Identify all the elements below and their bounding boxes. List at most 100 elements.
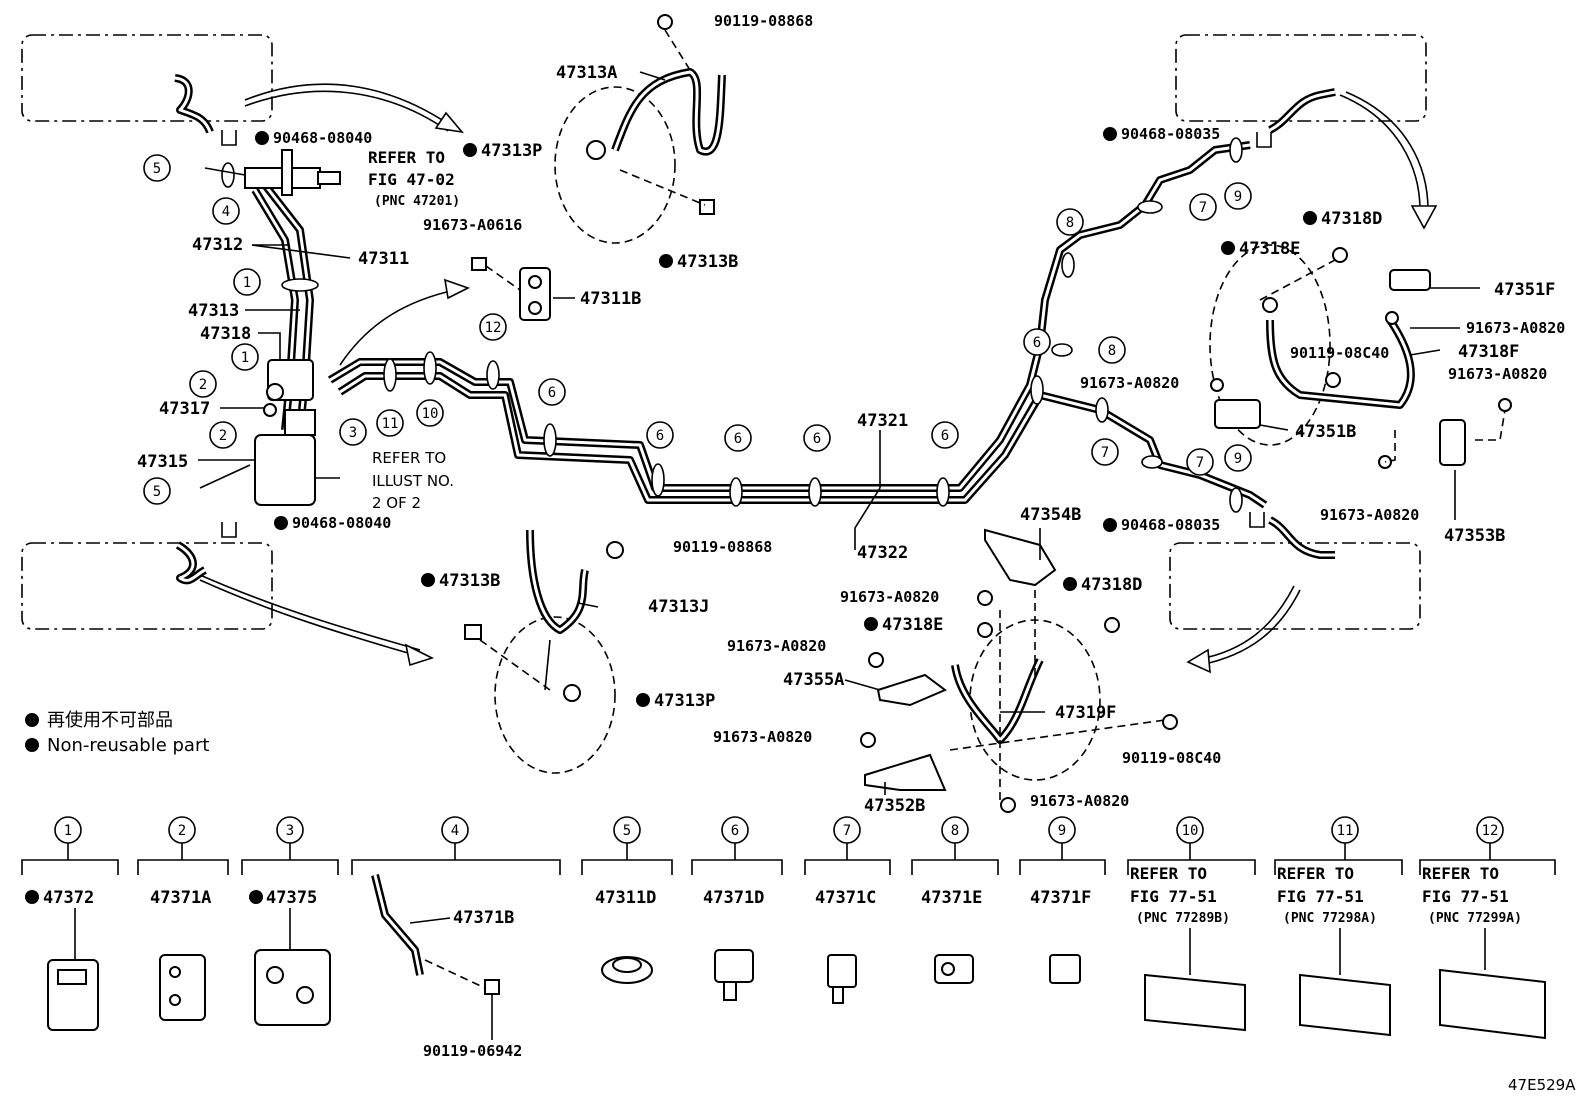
label-90468-08040-top: 90468-08040 <box>273 129 372 147</box>
label-47321: 47321 <box>857 411 908 431</box>
catalog-refer-11-l1: REFER TO <box>1277 864 1354 883</box>
callout-6-e: 6 <box>941 428 949 444</box>
label-47318D-mid: 47318D <box>1081 575 1142 595</box>
callout-6-f: 6 <box>1033 335 1041 351</box>
hose-sketches <box>174 74 1336 585</box>
catalog-refer-12-l1: REFER TO <box>1422 864 1499 883</box>
catalog-num-8: 8 <box>951 823 959 839</box>
clamp-47311B <box>471 257 551 321</box>
label-47313J: 47313J <box>648 597 709 617</box>
catalog-num-1: 1 <box>64 823 72 839</box>
catalog-num-4: 4 <box>451 823 459 839</box>
main-brake-pipes <box>251 141 1268 509</box>
callout-5-bottom: 5 <box>153 484 161 500</box>
catalog-num-12: 12 <box>1482 823 1499 839</box>
callout-7-a: 7 <box>1199 200 1207 216</box>
label-90119-08C40-m: 90119-08C40 <box>1122 749 1221 767</box>
label-47312: 47312 <box>192 235 243 255</box>
catalog-part-47371A: 47371A <box>150 888 211 908</box>
callout-9-a: 9 <box>1234 189 1242 205</box>
catalog-refer-10-l2: FIG 77-51 <box>1130 887 1217 906</box>
label-91673-A0616: 91673-A0616 <box>423 216 522 234</box>
callout-5-top: 5 <box>153 161 161 177</box>
catalog-refer-10-l3: (PNC 77289B) <box>1136 911 1230 926</box>
catalog-bolt-90119-06942: 90119-06942 <box>423 1042 522 1060</box>
refer-illust-line3: 2 OF 2 <box>372 494 421 512</box>
label-47351B: 47351B <box>1295 422 1356 442</box>
callout-2-a: 2 <box>199 377 207 393</box>
label-47353B: 47353B <box>1444 526 1505 546</box>
leader-lines <box>198 71 1480 795</box>
inset-box-bottom-right <box>1169 542 1421 630</box>
refer-illust-line1: REFER TO <box>372 449 446 467</box>
catalog-part-47375: 47375 <box>266 888 317 908</box>
label-91673-A0820-m4: 91673-A0820 <box>1030 792 1129 810</box>
callout-8-a: 8 <box>1108 343 1116 359</box>
callout-3: 3 <box>349 425 357 441</box>
callout-1-b: 1 <box>241 350 249 366</box>
legend-jp: 再使用不可部品 <box>47 710 173 731</box>
label-47322: 47322 <box>857 543 908 563</box>
callout-12: 12 <box>485 320 502 336</box>
callout-7-c: 7 <box>1196 455 1204 471</box>
catalog-num-6: 6 <box>731 823 739 839</box>
label-47311B: 47311B <box>580 289 641 309</box>
clip-90468-shapes <box>221 130 1272 538</box>
label-47315: 47315 <box>137 452 188 472</box>
label-91673-A0820-r4: 91673-A0820 <box>1320 506 1419 524</box>
callouts: 5 4 1 1 2 2 3 5 11 10 12 6 6 6 6 6 6 8 8… <box>143 154 1252 505</box>
lower-caliper-hose <box>464 529 624 774</box>
label-90468-08035-bot: 90468-08035 <box>1121 516 1220 534</box>
callout-1-a: 1 <box>243 275 251 291</box>
label-91673-A0820-r3: 91673-A0820 <box>1448 365 1547 383</box>
label-47352B: 47352B <box>864 796 925 816</box>
right-lower-caliper <box>860 528 1178 813</box>
label-47313A: 47313A <box>556 63 617 83</box>
catalog-part-47311D: 47311D <box>595 888 656 908</box>
label-90468-08035-top: 90468-08035 <box>1121 125 1220 143</box>
inset-box-top-right <box>1175 34 1427 122</box>
label-47351F: 47351F <box>1494 280 1555 300</box>
label-47313B-top: 47313B <box>677 252 738 272</box>
label-47318F: 47318F <box>1458 342 1519 362</box>
label-91673-A0820-r2: 91673-A0820 <box>1080 374 1179 392</box>
label-91673-A0820-m1: 91673-A0820 <box>840 588 939 606</box>
label-47313P-mid: 47313P <box>654 691 715 711</box>
refer-fig-47-line2: FIG 47-02 <box>368 170 455 189</box>
refer-illust-line2: ILLUST NO. <box>372 472 454 490</box>
catalog-refer-12-l3: (PNC 77299A) <box>1428 911 1522 926</box>
catalog-refer-11-l3: (PNC 77298A) <box>1283 911 1377 926</box>
label-90119-08C40-r: 90119-08C40 <box>1290 344 1389 362</box>
callout-9-b: 9 <box>1234 451 1242 467</box>
callout-11: 11 <box>382 416 399 432</box>
catalog-refer-11-l2: FIG 77-51 <box>1277 887 1364 906</box>
label-47311: 47311 <box>358 249 409 269</box>
catalog-num-5: 5 <box>623 823 631 839</box>
part-labels: 47313A 90119-08868 47313P 47313B 91673-A… <box>137 12 1565 816</box>
catalog-part-47371B: 47371B <box>453 908 514 928</box>
refer-fig-47-line1: REFER TO <box>368 148 445 167</box>
catalog-num-2: 2 <box>178 823 186 839</box>
catalog-refer-10-l1: REFER TO <box>1130 864 1207 883</box>
label-47355A: 47355A <box>783 670 844 690</box>
catalog-refer-12-l2: FIG 77-51 <box>1422 887 1509 906</box>
catalog-num-10: 10 <box>1182 823 1199 839</box>
inset-box-top-left <box>21 34 273 122</box>
callout-6-d: 6 <box>813 431 821 447</box>
catalog-num-11: 11 <box>1337 823 1354 839</box>
label-90119-08868-mid: 90119-08868 <box>673 538 772 556</box>
flow-arrows <box>199 83 1438 674</box>
label-47313B-mid: 47313B <box>439 571 500 591</box>
catalog-num-7: 7 <box>843 823 851 839</box>
label-47354B: 47354B <box>1020 505 1081 525</box>
upper-caliper-hose <box>554 14 726 244</box>
label-47313: 47313 <box>188 301 239 321</box>
master-cylinder-area <box>199 149 341 506</box>
catalog-part-47371D: 47371D <box>703 888 764 908</box>
callout-7-b: 7 <box>1101 445 1109 461</box>
label-91673-A0820-m3: 91673-A0820 <box>713 728 812 746</box>
label-91673-A0820-m2: 91673-A0820 <box>727 637 826 655</box>
catalog-part-47371F: 47371F <box>1030 888 1091 908</box>
label-91673-A0820-r1: 91673-A0820 <box>1466 319 1565 337</box>
label-47318E-top: 47318E <box>1239 239 1300 259</box>
